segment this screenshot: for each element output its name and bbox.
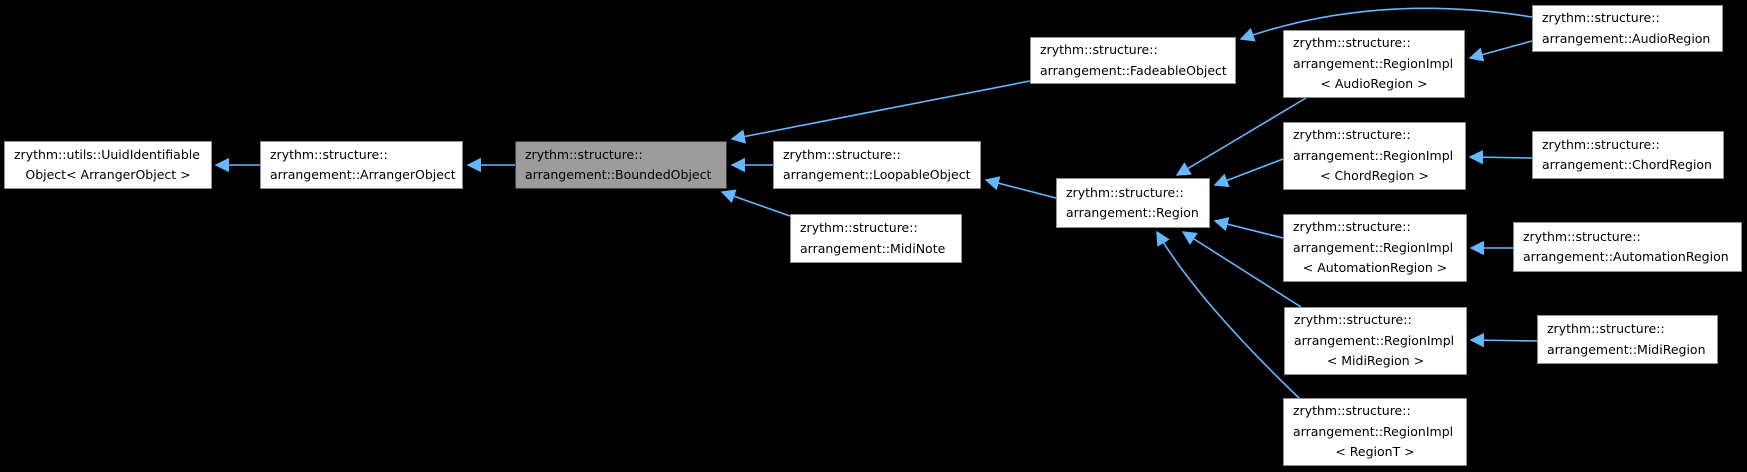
class-node-label: < ChordRegion > <box>1320 168 1429 184</box>
class-node-region-impl-region-t[interactable]: zrythm::structure::arrangement::RegionIm… <box>1283 398 1467 466</box>
class-node-label: < MidiRegion > <box>1326 353 1425 369</box>
class-node-label: arrangement::RegionImpl <box>1294 332 1455 348</box>
class-node-region-impl-audio-region[interactable]: zrythm::structure::arrangement::RegionIm… <box>1283 30 1465 98</box>
edge-audioregion-to-fadeableobject <box>1239 7 1533 42</box>
class-node-label: arrangement::FadeableObject <box>1040 62 1227 78</box>
class-node-loopable-object[interactable]: zrythm::structure::arrangement::Loopable… <box>773 141 981 189</box>
edge-regionimpl-automationregion-to-region <box>1213 217 1284 239</box>
class-node-label: zrythm::structure:: <box>1294 312 1412 328</box>
edge-fadeableobject-to-boundedobject <box>730 80 1031 144</box>
class-node-label: zrythm::structure:: <box>525 146 643 162</box>
class-node-label: zrythm::structure:: <box>1293 35 1411 51</box>
class-node-label: < AudioRegion > <box>1320 76 1428 92</box>
class-node-fadeable-object[interactable]: zrythm::structure::arrangement::Fadeable… <box>1030 37 1236 84</box>
class-node-label: zrythm::structure:: <box>1293 403 1411 419</box>
class-node-label: arrangement::MidiRegion <box>1547 341 1706 357</box>
class-node-label: zrythm::structure:: <box>783 146 901 162</box>
edge-midiregion-to-regionimpl-midiregion <box>1469 332 1538 348</box>
class-node-region-impl-midi-region[interactable]: zrythm::structure::arrangement::RegionIm… <box>1284 307 1467 375</box>
class-node-bounded-object: zrythm::structure::arrangement::BoundedO… <box>515 141 727 189</box>
class-node-label: arrangement::ArrangerObject <box>270 167 456 182</box>
edge-regionimpl-audioregion-to-region <box>1175 97 1307 176</box>
class-node-label: Object< ArrangerObject > <box>25 167 191 182</box>
class-node-label: zrythm::structure:: <box>1547 321 1665 336</box>
class-node-label: zrythm::structure:: <box>800 220 918 235</box>
class-node-label: < RegionT > <box>1335 444 1415 460</box>
class-node-label: zrythm::structure:: <box>270 146 388 162</box>
class-node-audio-region[interactable]: zrythm::structure::arrangement::AudioReg… <box>1532 5 1723 52</box>
class-node-automation-region[interactable]: zrythm::structure::arrangement::Automati… <box>1513 222 1742 272</box>
edge-regionimpl-regiont-to-region <box>1156 230 1300 399</box>
class-node-label: arrangement::RegionImpl <box>1293 239 1454 255</box>
edge-regionimpl-midiregion-to-region <box>1181 231 1302 308</box>
class-node-arranger-object[interactable]: zrythm::structure::arrangement::Arranger… <box>260 141 463 189</box>
class-node-label: zrythm::utils::UuidIdentifiable <box>14 146 200 162</box>
class-node-label: arrangement::ChordRegion <box>1542 157 1712 172</box>
class-node-region-impl-chord-region[interactable]: zrythm::structure::arrangement::RegionIm… <box>1283 122 1466 190</box>
edge-regionimpl-chordregion-to-region <box>1213 158 1284 188</box>
class-node-label: zrythm::structure:: <box>1040 42 1158 57</box>
class-node-midi-note[interactable]: zrythm::structure::arrangement::MidiNote <box>790 214 962 263</box>
edge-chordregion-to-regionimpl-chordregion <box>1468 150 1533 165</box>
class-node-label: arrangement::MidiNote <box>800 240 946 256</box>
edge-region-to-loopableobject <box>984 176 1057 199</box>
class-node-label: zrythm::structure:: <box>1066 184 1184 200</box>
edge-midinote-to-boundedobject <box>720 189 791 217</box>
class-node-label: zrythm::structure:: <box>1523 228 1641 244</box>
class-node-label: arrangement::RegionImpl <box>1293 423 1454 439</box>
class-node-label: zrythm::structure:: <box>1293 127 1411 143</box>
class-node-label: arrangement::AutomationRegion <box>1523 249 1729 264</box>
class-node-chord-region[interactable]: zrythm::structure::arrangement::ChordReg… <box>1532 131 1724 179</box>
class-node-midi-region[interactable]: zrythm::structure::arrangement::MidiRegi… <box>1537 315 1718 364</box>
class-node-region-impl-automation-region[interactable]: zrythm::structure::arrangement::RegionIm… <box>1283 214 1467 282</box>
class-node-label: arrangement::LoopableObject <box>783 167 971 182</box>
class-node-label: arrangement::AudioRegion <box>1542 30 1711 46</box>
edge-audioregion-to-regionimpl-audioregion <box>1468 40 1533 62</box>
class-node-label: arrangement::BoundedObject <box>525 167 712 182</box>
class-node-label: zrythm::structure:: <box>1542 10 1660 25</box>
class-node-label: zrythm::structure:: <box>1293 219 1411 235</box>
class-node-label: arrangement::RegionImpl <box>1293 147 1454 163</box>
class-node-label: arrangement::Region <box>1066 205 1199 220</box>
class-node-label: zrythm::structure:: <box>1542 136 1660 152</box>
class-node-region[interactable]: zrythm::structure::arrangement::Region <box>1056 178 1210 228</box>
class-node-label: < AutomationRegion > <box>1302 260 1448 276</box>
class-node-label: arrangement::RegionImpl <box>1293 55 1454 71</box>
